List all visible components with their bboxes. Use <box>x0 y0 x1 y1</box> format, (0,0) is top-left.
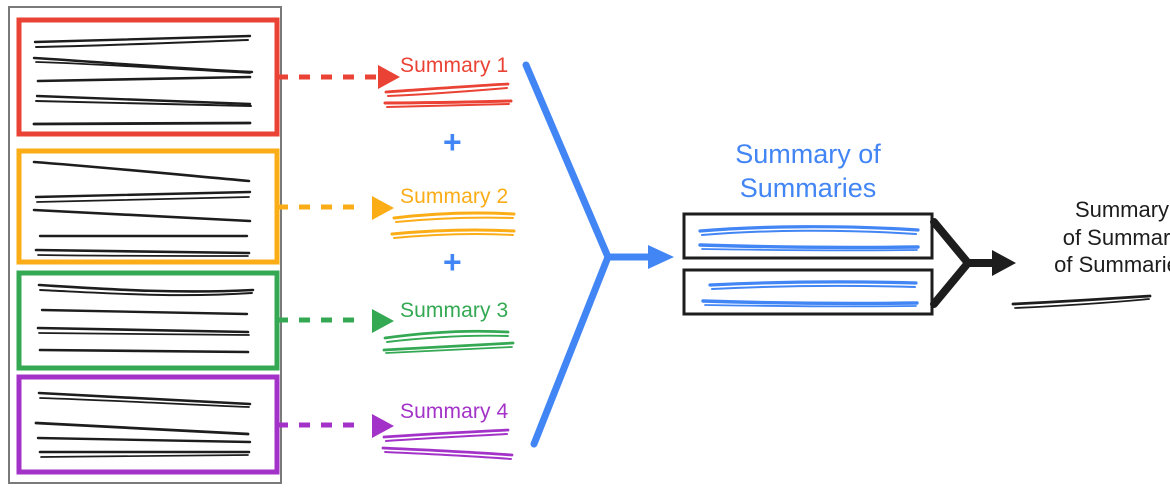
final-output-line-2: of Summary <box>1062 224 1170 250</box>
final-output-squiggle <box>1011 294 1152 309</box>
plus-sign-1: + <box>443 124 462 160</box>
group-2-border <box>16 148 280 265</box>
summary-2-label: Summary 2 <box>400 185 509 208</box>
sos-title-line-2: Summaries <box>739 172 877 203</box>
dashed-arrow-2 <box>277 196 394 220</box>
sos-box-1-squiggle <box>698 225 920 252</box>
dashed-arrow-1 <box>277 65 400 89</box>
document-group-3 <box>16 270 280 371</box>
sos-title-line-1: Summary of <box>735 139 881 169</box>
source-documents-panel <box>8 6 282 484</box>
black-merge-arrow <box>930 218 1016 308</box>
final-output-label: Summary of Summary of Summaries <box>1022 196 1170 279</box>
final-output-line-3: of Summaries <box>1054 252 1170 278</box>
summary-3-label: Summary 3 <box>400 299 509 322</box>
group-2-text-lines <box>32 160 252 257</box>
sos-box-2 <box>682 268 934 316</box>
document-group-2 <box>16 148 280 265</box>
summary-4-label: Summary 4 <box>400 400 509 423</box>
summary-4-squiggle <box>381 428 514 460</box>
sos-box-1 <box>682 212 934 260</box>
summary-of-summaries-title: Summary of Summaries <box>678 138 938 206</box>
summary-2-squiggle <box>390 211 516 239</box>
summary-3-squiggle <box>382 329 515 354</box>
sos-box-2-squiggle <box>701 280 919 308</box>
group-3-text-lines <box>36 283 255 354</box>
final-output-line-1: Summary <box>1074 197 1170 222</box>
blue-merge-arrow <box>522 61 674 448</box>
summary-1-squiggle <box>383 82 513 108</box>
dashed-arrow-3 <box>277 309 394 333</box>
dashed-arrow-4 <box>277 414 394 438</box>
document-group-4 <box>16 374 280 475</box>
group-1-text-lines <box>32 34 254 126</box>
document-group-1 <box>16 17 280 137</box>
summary-1-label: Summary 1 <box>400 54 509 77</box>
group-4-text-lines <box>34 391 252 458</box>
plus-sign-2: + <box>443 244 462 280</box>
